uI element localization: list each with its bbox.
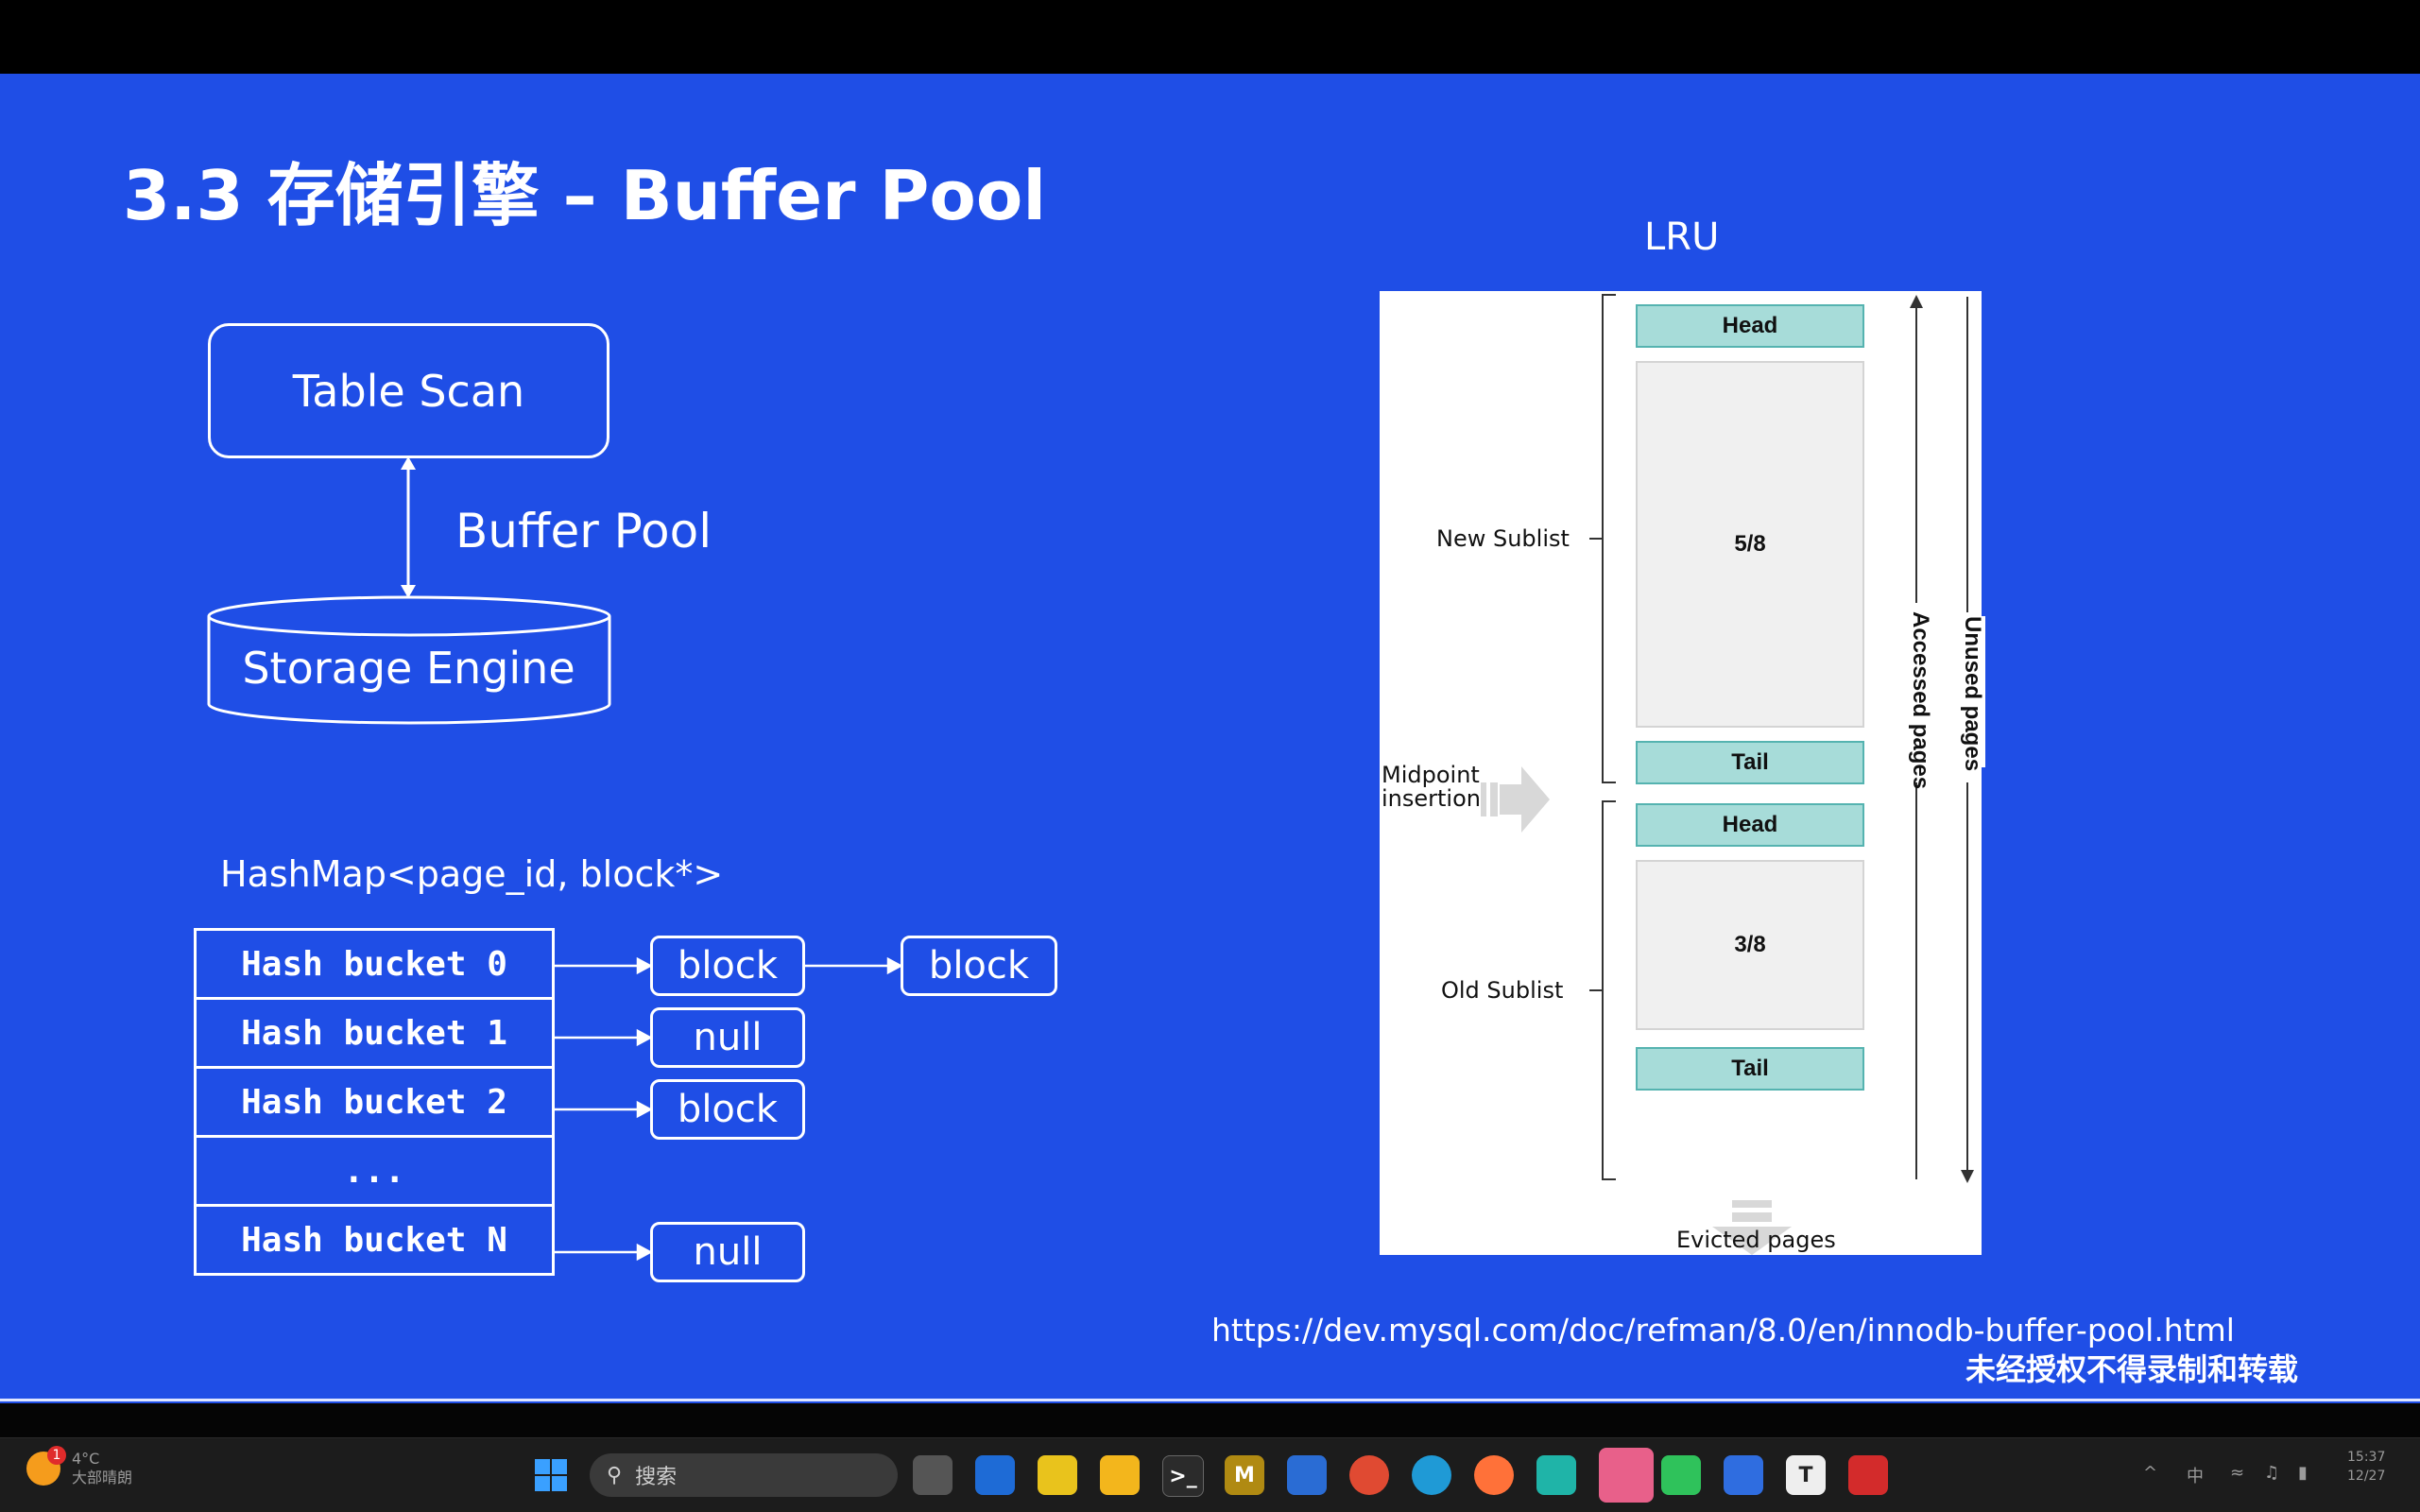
chain-block: block: [650, 936, 805, 996]
buffer-pool-label: Buffer Pool: [455, 504, 712, 558]
tray-date: 12/27: [2347, 1469, 2386, 1484]
tray-chevron-icon[interactable]: ^: [2143, 1463, 2158, 1483]
watermark: 未经授权不得录制和转载: [1965, 1351, 2299, 1387]
wifi-icon[interactable]: ≈: [2230, 1463, 2245, 1483]
file-explorer-icon[interactable]: [1100, 1455, 1140, 1495]
midpoint-insertion-label: Midpoint insertion: [1382, 764, 1481, 811]
unused-pages-label: Unused pages: [1959, 616, 1985, 772]
qq-music-icon[interactable]: [1848, 1455, 1888, 1495]
old-sublist-cell: 3/8: [1636, 860, 1864, 1030]
chain-block: block: [901, 936, 1057, 996]
lark-docs-icon[interactable]: [1724, 1455, 1763, 1495]
hashmap-label: HashMap<page_id, block*>: [220, 853, 724, 895]
midpoint-line1: Midpoint: [1382, 762, 1480, 788]
accessed-pages-label: Accessed pages: [1907, 611, 1933, 790]
storage-engine-cylinder: [207, 595, 611, 725]
store-icon[interactable]: [975, 1455, 1015, 1495]
double-arrow-icon: [401, 456, 416, 598]
weather-temp: 4°C: [72, 1450, 100, 1468]
storage-engine-label: Storage Engine: [242, 643, 575, 694]
search-icon: ⚲: [607, 1463, 623, 1487]
table-scan-box: Table Scan: [208, 323, 609, 458]
battery-icon[interactable]: ▮: [2298, 1463, 2308, 1483]
search-placeholder: 搜索: [635, 1466, 678, 1489]
typora-icon[interactable]: T: [1786, 1455, 1826, 1495]
new-tail-cell: Tail: [1636, 741, 1864, 784]
wechat-icon[interactable]: [1661, 1455, 1701, 1495]
hash-chain-arrows: [555, 956, 903, 1262]
lru-title: LRU: [1644, 215, 1720, 259]
table-scan-label: Table Scan: [292, 365, 525, 417]
hash-table: Hash bucket 0 Hash bucket 1 Hash bucket …: [194, 928, 555, 1276]
weather-desc: 大部晴朗: [72, 1469, 133, 1486]
tray-time: 15:37: [2347, 1450, 2386, 1465]
windows-start-icon[interactable]: [531, 1455, 571, 1495]
volume-icon[interactable]: ♫: [2264, 1463, 2280, 1483]
terminal-icon[interactable]: >_: [1162, 1455, 1204, 1497]
hash-bucket-n: Hash bucket N: [194, 1204, 555, 1276]
mybatis-icon[interactable]: M: [1225, 1455, 1264, 1495]
taskbar: 1 4°C 大部晴朗 ⚲ 搜索 >_ M T ^ 中 ≈ ♫ ▮ 15:37 1…: [0, 1437, 2420, 1512]
new-sublist-cell: 5/8: [1636, 361, 1864, 728]
qq-icon[interactable]: [1287, 1455, 1327, 1495]
video-progress-line: [0, 1399, 2420, 1401]
lru-brackets: [1481, 294, 1974, 1255]
slide-title: 3.3 存储引擎 – Buffer Pool: [123, 156, 1046, 235]
tray-clock[interactable]: 15:37 12/27: [2347, 1448, 2385, 1486]
old-sublist-label: Old Sublist: [1441, 977, 1564, 1004]
new-sublist-label: New Sublist: [1436, 525, 1570, 552]
edge-icon[interactable]: [1412, 1455, 1451, 1495]
tool-icon[interactable]: [1536, 1455, 1576, 1495]
firefox-icon[interactable]: [1474, 1455, 1514, 1495]
feishu-icon[interactable]: [1599, 1448, 1654, 1503]
new-head-cell: Head: [1636, 304, 1864, 348]
chain-null: null: [650, 1222, 805, 1282]
video-top-bar: [0, 0, 2420, 74]
old-head-cell: Head: [1636, 803, 1864, 847]
task-view-icon[interactable]: [913, 1455, 953, 1495]
taskbar-search[interactable]: ⚲ 搜索: [590, 1453, 898, 1497]
evicted-pages-label: Evicted pages: [1676, 1227, 1836, 1253]
video-controls-bar: [0, 1403, 2420, 1437]
reference-url: https://dev.mysql.com/doc/refman/8.0/en/…: [1211, 1312, 2235, 1349]
input-language[interactable]: 中: [2187, 1467, 2204, 1486]
weather-sun-icon: 1: [26, 1446, 66, 1486]
slide: 3.3 存储引擎 – Buffer Pool Table Scan Buffer…: [0, 74, 2420, 1403]
chain-null: null: [650, 1007, 805, 1068]
lru-diagram: Head 5/8 Tail Head 3/8 Tail New Sublist …: [1380, 291, 1985, 1255]
midpoint-line2: insertion: [1382, 785, 1481, 812]
notification-badge: 1: [47, 1446, 66, 1465]
old-tail-cell: Tail: [1636, 1047, 1864, 1091]
chrome-icon[interactable]: [1349, 1455, 1389, 1495]
weather-widget[interactable]: 1 4°C 大部晴朗: [26, 1446, 133, 1487]
sticky-notes-icon[interactable]: [1038, 1455, 1077, 1495]
chain-block: block: [650, 1079, 805, 1140]
